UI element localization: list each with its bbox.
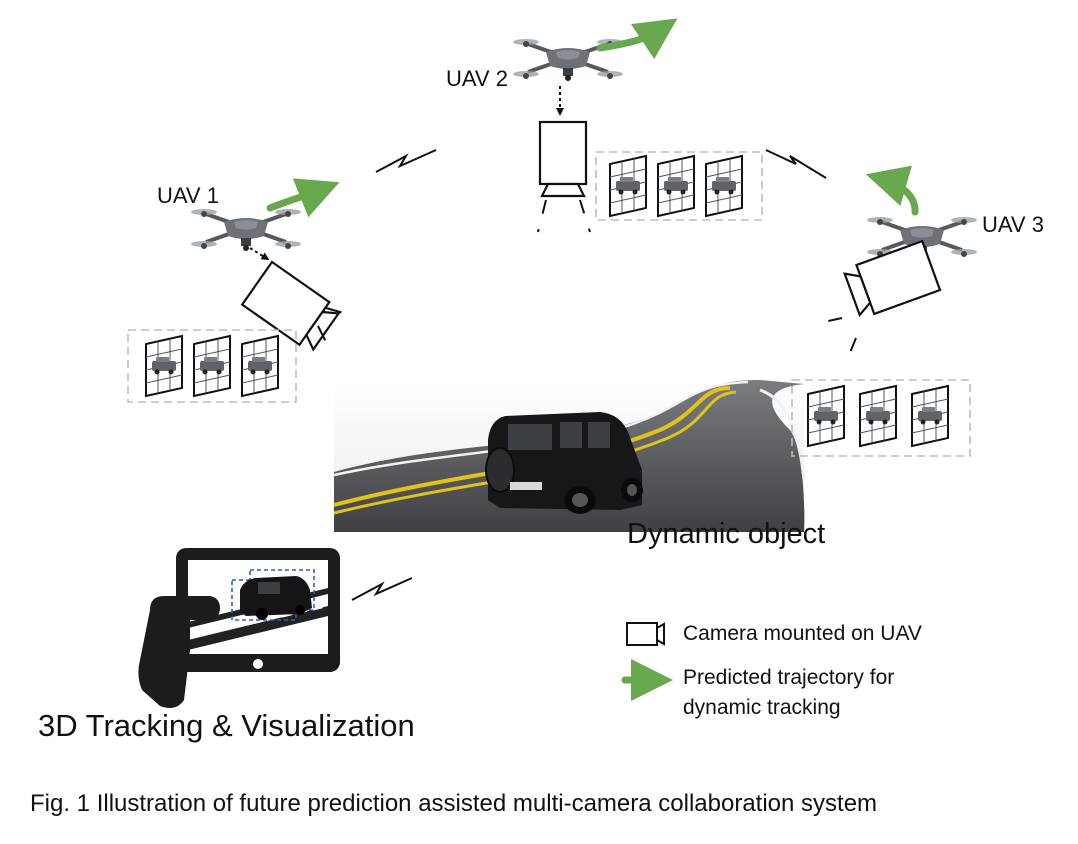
trajectory-arrow-icon [266,178,340,218]
uav-3-label: UAV 3 [982,212,1044,237]
uav-1-label: UAV 1 [157,183,219,208]
frame-sequence-2 [595,151,763,221]
tracking-visualization-label: 3D Tracking & Visualization [38,708,415,743]
hand-icon [138,596,220,708]
legend-camera-label: Camera mounted on UAV [683,622,922,645]
uav-1 [127,178,369,403]
uav-2-label: UAV 2 [446,66,508,91]
frame-sequence-3 [791,379,971,457]
figure-caption: Fig. 1 Illustration of future prediction… [30,790,878,817]
legend-camera-icon [626,622,665,646]
dynamic-object-label: Dynamic object [627,518,826,550]
legend-trajectory-label-line2: dynamic tracking [683,696,841,719]
wireless-link-icon [351,149,827,601]
camera-icon [241,260,342,354]
camera-icon [538,120,588,198]
trajectory-arrow-icon [596,18,678,60]
car-icon [485,412,643,514]
uav-2 [511,18,763,233]
frame-sequence-1 [127,329,297,403]
camera-icon [842,240,942,320]
uav-3 [791,165,979,457]
trajectory-arrow-icon [865,165,919,216]
drone-icon [189,207,303,253]
legend-trajectory-label-line1: Predicted trajectory for [683,666,895,689]
